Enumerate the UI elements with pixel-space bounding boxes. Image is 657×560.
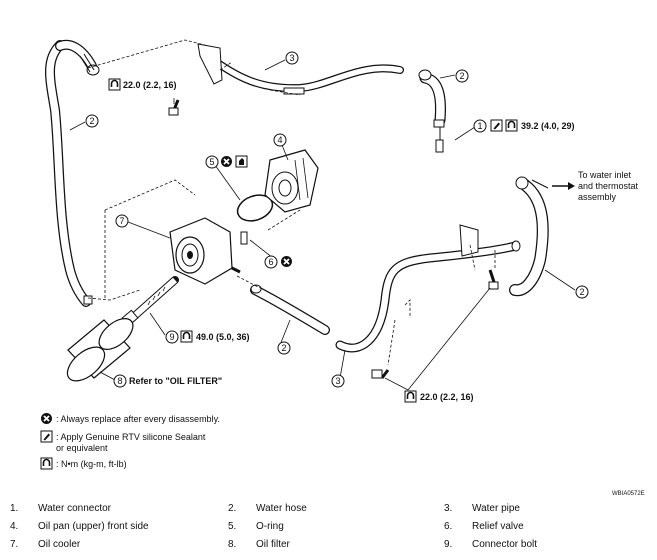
- sealant-icon: [490, 119, 503, 132]
- legend-item: 2.Water hose: [228, 503, 307, 514]
- svg-text:9: 9: [169, 332, 174, 342]
- leader-lines: [69, 59, 576, 391]
- legend-row: 1.Water connector 2.Water hose 3.Water p…: [0, 503, 657, 521]
- svg-text:: Always replace after every d: : Always replace after every disassembly…: [56, 414, 220, 424]
- torque-spec-top: 22.0 (2.2, 16): [108, 78, 177, 91]
- svg-text:39.2 (4.0, 29): 39.2 (4.0, 29): [521, 121, 575, 131]
- svg-text:: N•m (kg-m, ft-lb): : N•m (kg-m, ft-lb): [56, 459, 127, 469]
- relief-valve: [240, 231, 248, 245]
- symbols-legend: : Always replace after every disassembly…: [40, 412, 220, 470]
- torque-icon: [40, 457, 53, 470]
- legend-item: 3.Water pipe: [444, 503, 520, 514]
- water-hose-center: [250, 284, 330, 335]
- water-hose-right: [509, 176, 549, 297]
- svg-text:22.0 (2.2, 16): 22.0 (2.2, 16): [420, 392, 474, 402]
- callout-8: 8: [113, 374, 127, 388]
- callout-3-bottom: 3: [331, 374, 345, 388]
- legend-item: 7.Oil cooler: [10, 539, 81, 550]
- legend-item: 8.Oil filter: [228, 539, 290, 550]
- callout-6: 6: [264, 255, 278, 269]
- svg-text:To water inlet: To water inlet: [578, 170, 632, 180]
- callout-7: 7: [115, 214, 129, 228]
- figure-code: WBIA0572E: [612, 491, 645, 497]
- legend-row: 7.Oil cooler 8.Oil filter 9.Connector bo…: [0, 539, 657, 557]
- bolt-bottom: [371, 369, 390, 379]
- callout-4: 4: [273, 133, 287, 147]
- svg-text:: Apply Genuine RTV silicone S: : Apply Genuine RTV silicone Sealant: [56, 432, 206, 442]
- connector-bolt: [121, 276, 179, 327]
- svg-text:and thermostat: and thermostat: [578, 181, 639, 191]
- legend-item: 4.Oil pan (upper) front side: [10, 521, 149, 532]
- callout-3-top: 3: [285, 51, 299, 65]
- always-replace-icon: [280, 255, 293, 268]
- water-inlet-note: To water inlet and thermostat assembly: [578, 170, 639, 202]
- bolt-right-pipe: [488, 269, 499, 290]
- bolt-top: [168, 99, 180, 116]
- oil-cooler: [169, 217, 241, 285]
- svg-text:2: 2: [89, 116, 94, 126]
- svg-text:or equivalent: or equivalent: [56, 443, 108, 453]
- legend-item: 5.O-ring: [228, 521, 284, 532]
- svg-text:3: 3: [289, 53, 294, 63]
- oil-pan-front-side: [264, 149, 319, 213]
- svg-text:5: 5: [209, 157, 214, 167]
- callout-2-top-right: 2: [455, 69, 469, 83]
- svg-text:6: 6: [268, 257, 273, 267]
- callout-5: 5: [205, 155, 219, 169]
- torque-spec-bottom: 22.0 (2.2, 16): [404, 390, 474, 403]
- svg-text:22.0 (2.2, 16): 22.0 (2.2, 16): [123, 80, 177, 90]
- svg-text:4: 4: [277, 135, 282, 145]
- svg-text:49.0 (5.0, 36): 49.0 (5.0, 36): [196, 332, 250, 342]
- o-ring: [236, 194, 274, 222]
- legend-item: 9.Connector bolt: [444, 539, 538, 550]
- legend-row: 4.Oil pan (upper) front side 5.O-ring 6.…: [0, 521, 657, 539]
- water-hose-top-right: [418, 69, 446, 153]
- svg-text:2: 2: [459, 71, 464, 81]
- svg-text:assembly: assembly: [578, 192, 617, 202]
- arrow-to-water-inlet-icon: [552, 182, 575, 190]
- legend-item: 6.Relief valve: [444, 521, 524, 532]
- svg-text:7: 7: [119, 216, 124, 226]
- torque-spec-right: 39.2 (4.0, 29): [505, 119, 575, 132]
- rtv-sealant-icon: [235, 155, 248, 168]
- callout-2-right: 2: [575, 285, 589, 299]
- svg-text:2: 2: [579, 287, 584, 297]
- legend-item: 1.Water connector: [10, 503, 111, 514]
- alignment-lines: [87, 39, 496, 366]
- torque-spec-center: 49.0 (5.0, 36): [180, 330, 250, 343]
- water-hose-left: [45, 39, 100, 307]
- oil-filter-reference: Refer to "OIL FILTER": [129, 376, 222, 386]
- water-pipe-top: [197, 43, 404, 95]
- svg-text:8: 8: [117, 376, 122, 386]
- always-replace-icon: [220, 155, 233, 168]
- svg-text:1: 1: [477, 121, 482, 131]
- water-pipe-right: [335, 224, 521, 353]
- callout-2-top-left: 2: [85, 114, 99, 128]
- rtv-sealant-icon: [40, 430, 53, 443]
- callout-1: 1: [473, 119, 487, 133]
- callout-2-center: 2: [277, 341, 291, 355]
- always-replace-icon: [40, 412, 53, 425]
- callout-9: 9: [165, 330, 179, 344]
- parts-legend: 1.Water connector 2.Water hose 3.Water p…: [0, 503, 657, 557]
- oil-filter: [66, 318, 134, 382]
- svg-text:3: 3: [335, 376, 340, 386]
- svg-text:2: 2: [281, 343, 286, 353]
